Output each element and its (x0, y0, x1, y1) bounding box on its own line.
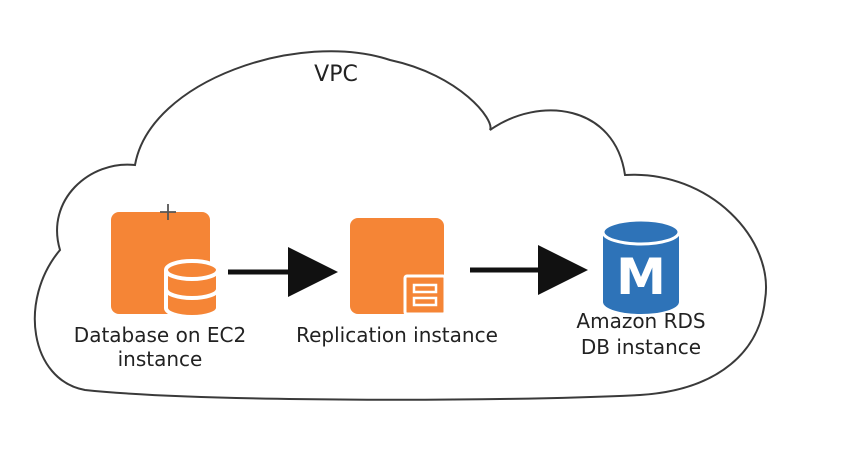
ec2-database-label-line-2: instance (118, 347, 203, 371)
rds-label-line-1: Amazon RDS (576, 309, 705, 333)
replication-instance-icon (350, 218, 447, 316)
rds-database-icon: M (601, 218, 681, 314)
ec2-database-label-line-1: Database on EC2 (74, 323, 246, 347)
ec2-database-icon (111, 204, 220, 319)
replication-instance-label: Replication instance (296, 323, 498, 347)
vpc-label: VPC (314, 62, 358, 87)
rds-m-glyph: M (616, 248, 666, 306)
rds-label-line-2: DB instance (581, 335, 701, 359)
